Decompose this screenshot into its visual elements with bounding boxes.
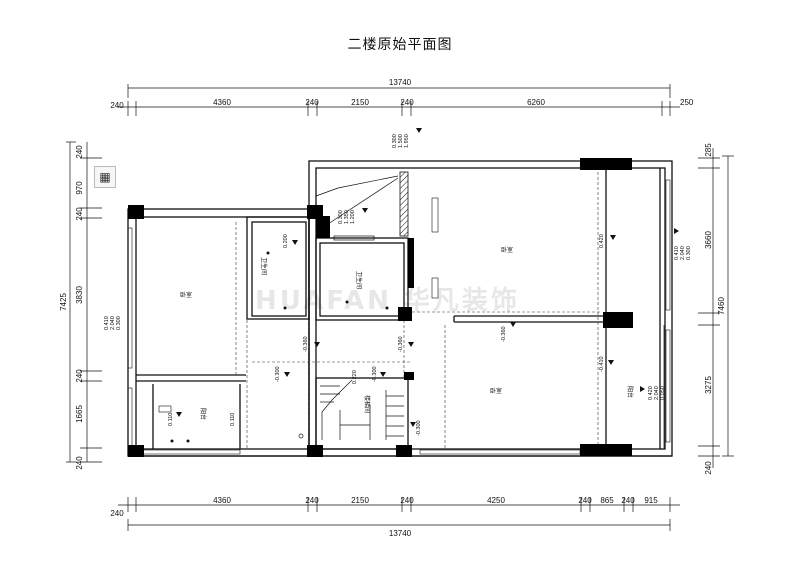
dim-left-total: 7425 xyxy=(59,293,68,311)
dim-top-5: 6260 xyxy=(527,98,545,107)
room-bedroom-3: 卧室 xyxy=(490,387,502,395)
dim-bottom-3: 2150 xyxy=(351,496,369,505)
dim-left-1: 970 xyxy=(75,181,84,195)
h11: -0.360 xyxy=(501,326,507,342)
right-dimensions: 7460 285 3660 3275 240 xyxy=(698,143,734,475)
room-bath-1: 卫生间 xyxy=(260,257,268,275)
h5: 0.420 xyxy=(599,234,605,248)
dim-top-1: 4360 xyxy=(213,98,231,107)
h6-0: 0.410 xyxy=(674,246,680,260)
dim-top-3: 2150 xyxy=(351,98,369,107)
elevation-markers xyxy=(176,128,679,427)
dim-top-2: 240 xyxy=(305,98,319,107)
dim-left-2: 240 xyxy=(75,207,84,221)
dim-right-2: 3275 xyxy=(704,376,713,394)
dim-left-4: 240 xyxy=(75,369,84,383)
drawing-title: 二楼原始平面图 xyxy=(347,37,453,53)
h6-1: 2.040 xyxy=(680,246,686,260)
dim-top-4: 240 xyxy=(400,98,414,107)
h1-0: 0.300 xyxy=(392,134,398,148)
left-dimensions: 7425 240 970 240 3830 240 1665 240 xyxy=(59,141,102,470)
dim-bottom-6: 240 xyxy=(578,496,592,505)
room-stairs: 楼梯间 xyxy=(363,395,371,413)
h2-1: 1.350 xyxy=(344,210,350,224)
dim-top-total: 13740 xyxy=(389,78,412,87)
room-bath-2: 卫生间 xyxy=(355,271,363,289)
h8: -0.360 xyxy=(398,336,404,352)
dim-top-6: 250 xyxy=(680,98,694,107)
room-balcony-1: 阳台 xyxy=(199,408,207,420)
h1-1: 1.500 xyxy=(398,134,404,148)
angled-wall xyxy=(315,175,399,197)
height-annotations: 0.300 1.500 1.950 0.300 1.350 1.200 0.20… xyxy=(104,134,692,436)
h9: -0.300 xyxy=(275,366,281,382)
h15-2: 0.050 xyxy=(660,386,666,400)
dim-left-0: 240 xyxy=(75,145,84,159)
dim-right-0: 285 xyxy=(704,143,713,157)
dim-right-3: 240 xyxy=(704,461,713,475)
dim-left-3: 3830 xyxy=(75,286,84,304)
h2-0: 0.300 xyxy=(338,210,344,224)
dim-left-5: 1665 xyxy=(75,405,84,423)
columns xyxy=(128,158,633,457)
dim-right-1: 3660 xyxy=(704,231,713,249)
h4-2: 0.300 xyxy=(116,316,122,330)
dim-top-0: 240 xyxy=(110,101,124,110)
h15-1: 2.040 xyxy=(654,386,660,400)
h14: -0.300 xyxy=(416,420,422,436)
dim-bottom-5: 4250 xyxy=(487,496,505,505)
h1-2: 1.950 xyxy=(404,134,410,148)
top-dimensions: 13740 240 4360 240 2150 240 6260 250 xyxy=(110,78,694,116)
fixtures xyxy=(158,197,439,443)
h6-2: 0.300 xyxy=(686,246,692,260)
stairs xyxy=(320,379,404,440)
room-balcony-2: 阳台 xyxy=(626,386,634,398)
h13: 0.220 xyxy=(352,370,358,384)
dim-right-total: 7460 xyxy=(717,297,726,315)
h16: 0.110 xyxy=(168,413,174,426)
dim-left-6: 240 xyxy=(75,456,84,470)
dim-bottom-7: 865 xyxy=(600,496,614,505)
dim-bottom-total: 13740 xyxy=(389,529,412,538)
h12: -0.410 xyxy=(599,356,605,372)
h10: -0.300 xyxy=(372,366,378,382)
h2-2: 1.200 xyxy=(350,210,356,224)
dim-bottom-1: 4360 xyxy=(213,496,231,505)
dashed-lines xyxy=(235,172,600,449)
table-icon[interactable]: ▦ xyxy=(94,166,116,188)
h15-0: 0.420 xyxy=(648,386,654,400)
h4-1: 2.040 xyxy=(110,316,116,330)
h17: 0.110 xyxy=(230,413,236,426)
dim-bottom-8: 240 xyxy=(621,496,635,505)
dim-bottom-9: 915 xyxy=(644,496,658,505)
dim-bottom-2: 240 xyxy=(305,496,319,505)
dim-bottom-0: 240 xyxy=(110,509,124,518)
bottom-dimensions: 4360 240 2150 240 4250 240 865 240 915 2… xyxy=(110,496,680,538)
h7: -0.360 xyxy=(303,336,309,352)
h4-0: 0.410 xyxy=(104,316,110,330)
room-bedroom-2: 卧室 xyxy=(501,246,513,254)
hatched-wall xyxy=(400,172,408,236)
room-bedroom-1: 卧室 xyxy=(180,291,192,299)
h3: 0.200 xyxy=(283,234,289,248)
dim-bottom-4: 240 xyxy=(400,496,414,505)
